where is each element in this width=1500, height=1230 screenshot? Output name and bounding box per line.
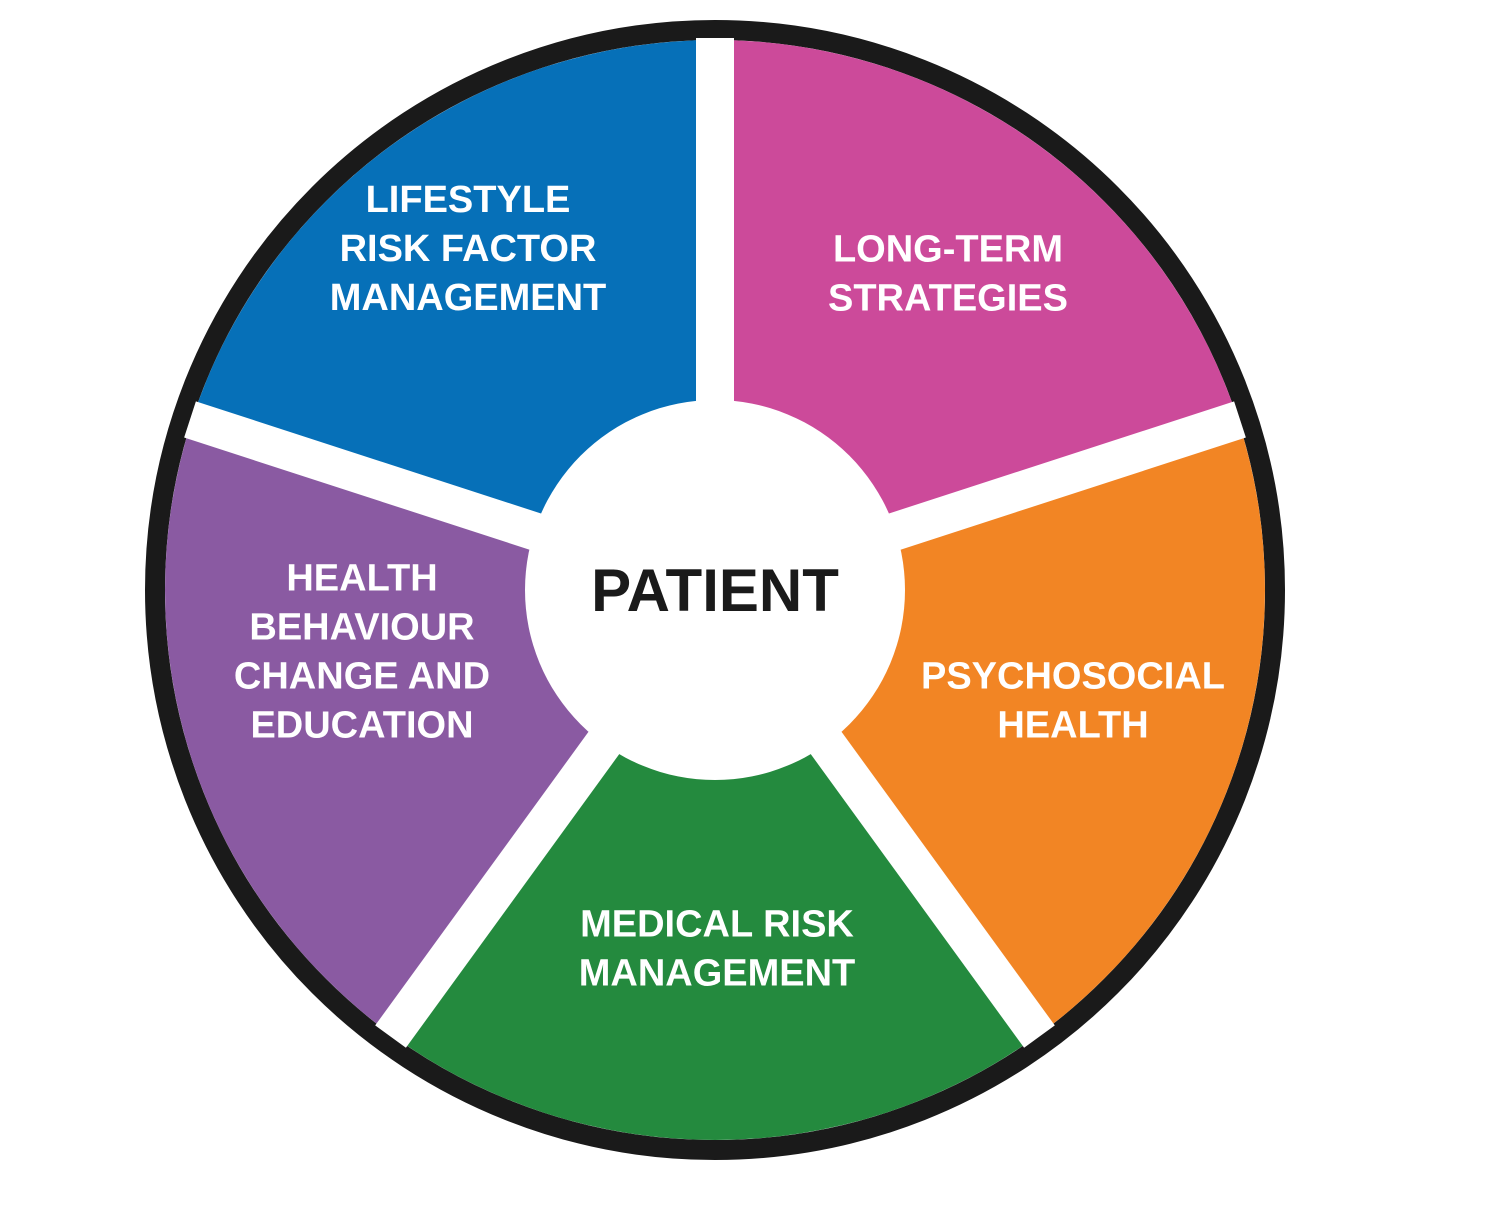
labels-layer: LONG-TERM STRATEGIES PSYCHOSOCIAL HEALTH MED… xyxy=(234,179,1225,995)
segment-label-line: LIFESTYLE xyxy=(366,179,571,221)
segment-label-line: BEHAVIOUR xyxy=(249,607,474,649)
label-lifestyle-risk-factor-management: LIFESTYLE RISK FACTOR MANAGEMENT xyxy=(330,179,607,319)
label-health-behaviour-change-and-education: HEALTH BEHAVIOUR CHANGE AND EDUCATION xyxy=(234,558,490,747)
segment-label-line: MEDICAL RISK xyxy=(580,904,854,946)
segment-label-line: CHANGE AND xyxy=(234,656,490,698)
label-psychosocial-health: PSYCHOSOCIAL HEALTH xyxy=(921,656,1225,747)
segment-medical-risk-management xyxy=(391,590,1039,1140)
segment-label-line: HEALTH xyxy=(286,558,437,600)
center-circle xyxy=(525,400,905,780)
segment-label-line: HEALTH xyxy=(997,705,1148,747)
label-medical-risk-management: MEDICAL RISK MANAGEMENT xyxy=(579,904,856,995)
segment-label-line: RISK FACTOR xyxy=(340,228,597,270)
segment-label-line: MANAGEMENT xyxy=(330,277,607,319)
segment-label-line: STRATEGIES xyxy=(828,278,1068,320)
segment-label-line: EDUCATION xyxy=(250,705,473,747)
segment-label-line: LONG-TERM xyxy=(833,229,1063,271)
center-label: PATIENT xyxy=(591,557,839,624)
segment-label-line: PSYCHOSOCIAL xyxy=(921,656,1225,698)
label-long-term-strategies: LONG-TERM STRATEGIES xyxy=(828,229,1068,320)
segment-label-line: MANAGEMENT xyxy=(579,953,856,995)
outer-ring xyxy=(145,20,1285,1160)
